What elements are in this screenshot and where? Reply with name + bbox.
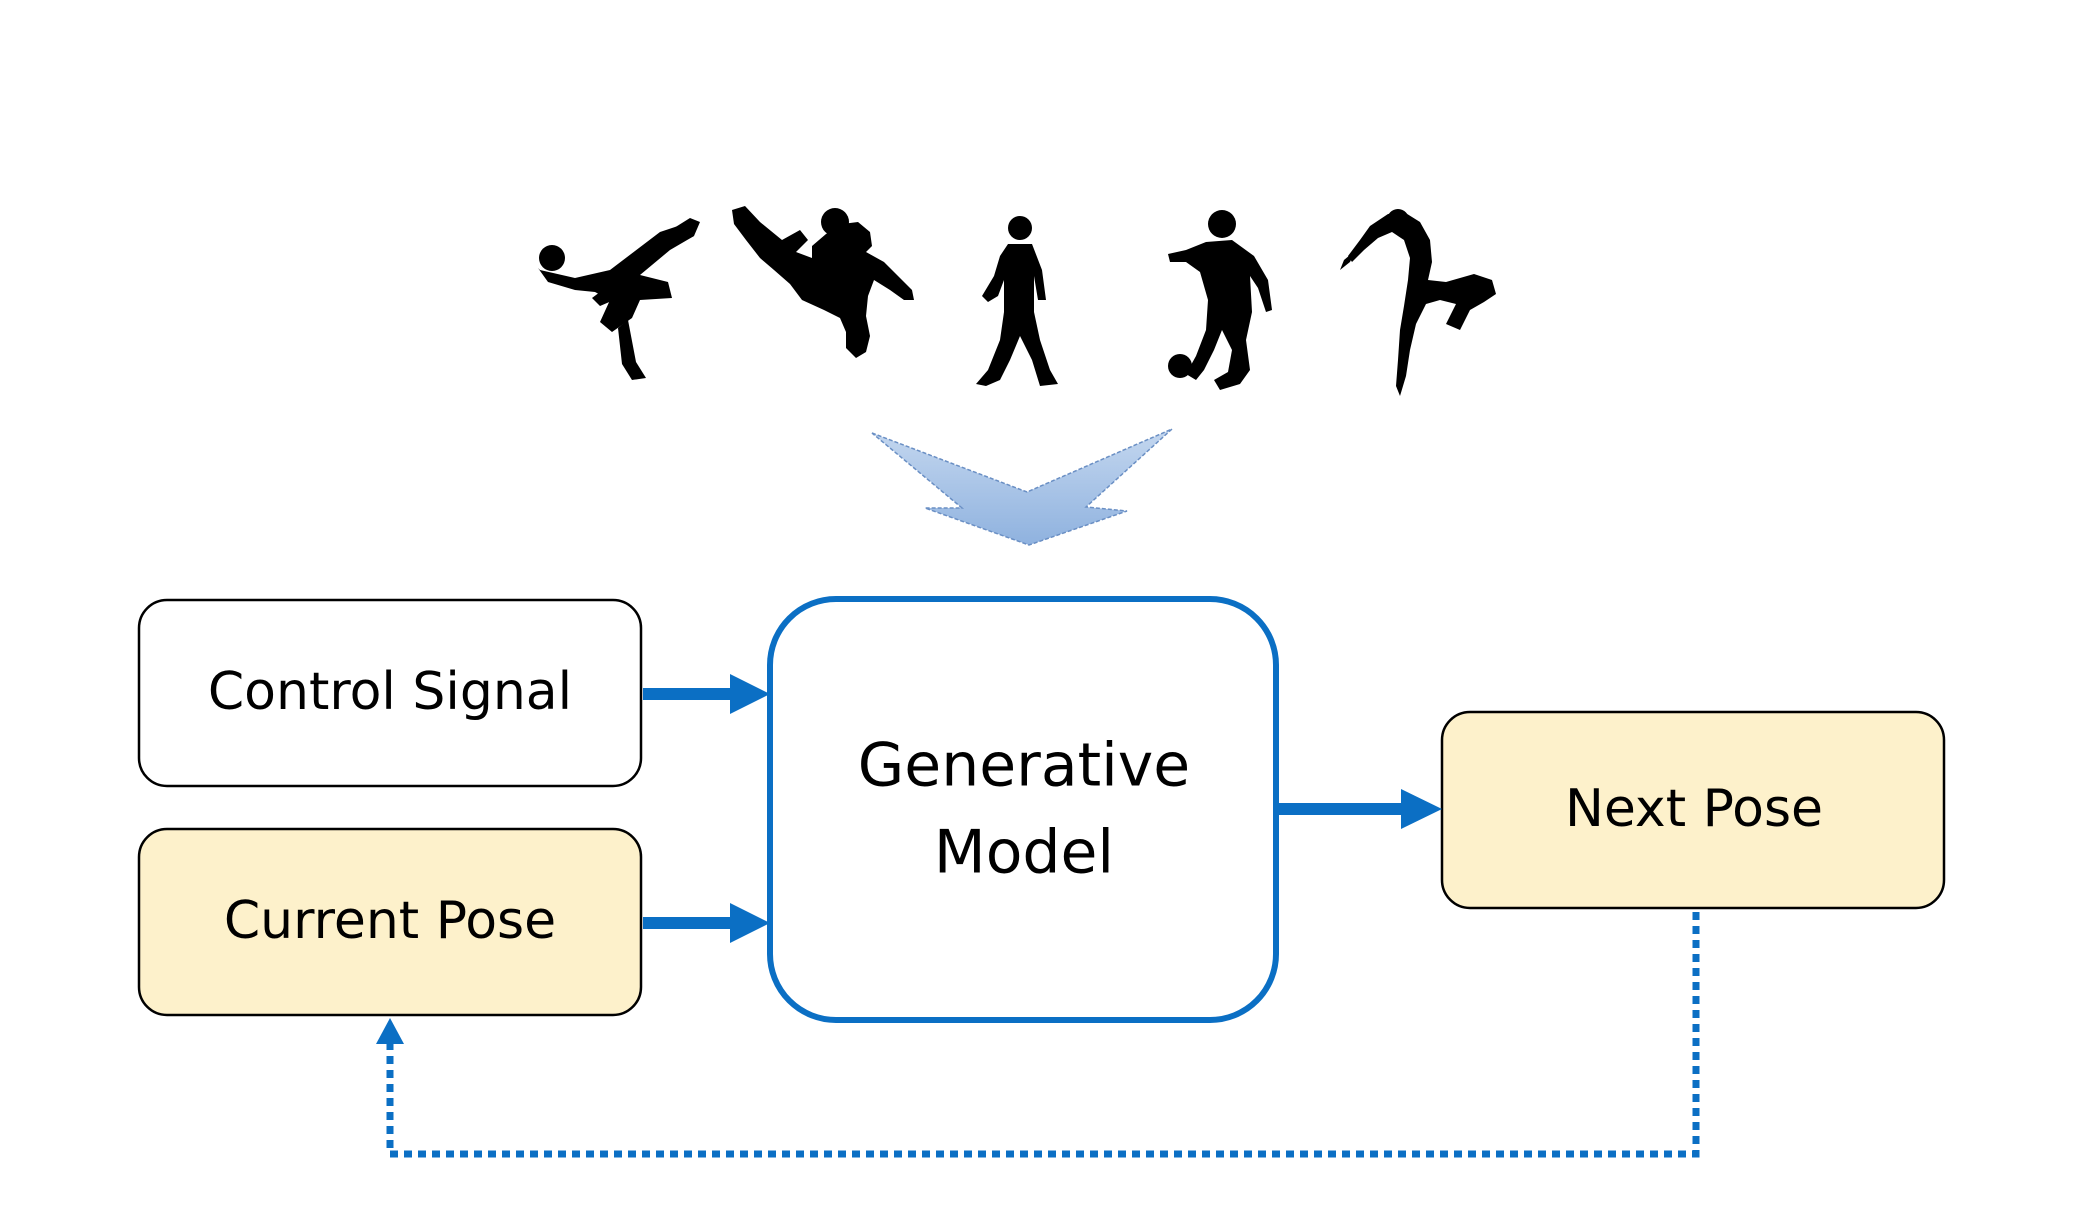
model-to-next-pose-arrow [1279, 789, 1442, 829]
breakdancer-silhouette-icon [538, 218, 700, 380]
next-pose-box: Next Pose [1440, 710, 1946, 910]
pose-to-model-arrow [643, 903, 770, 943]
dancer-leap-silhouette-icon [1340, 209, 1496, 396]
current-pose-label: Current Pose [224, 891, 556, 951]
current-pose-box: Current Pose [137, 827, 643, 1017]
control-to-model-arrow [643, 674, 770, 714]
feedback-loop-arrow [376, 912, 1700, 1158]
generative-model-label-line1: Generative [858, 731, 1190, 801]
next-pose-label: Next Pose [1565, 779, 1823, 839]
silhouette-row [538, 206, 1496, 396]
martial-artist-kick-silhouette-icon [732, 206, 914, 358]
merge-arrow-icon [871, 428, 1173, 546]
generative-model-label-line2: Model [934, 818, 1114, 888]
control-signal-label: Control Signal [208, 662, 572, 722]
generative-model-box: Generative Model [767, 596, 1279, 1023]
soccer-player-silhouette-icon [1168, 210, 1272, 390]
control-signal-box: Control Signal [137, 598, 643, 788]
feedback-arrowhead-icon [376, 1018, 404, 1044]
walking-person-silhouette-icon [976, 216, 1058, 386]
